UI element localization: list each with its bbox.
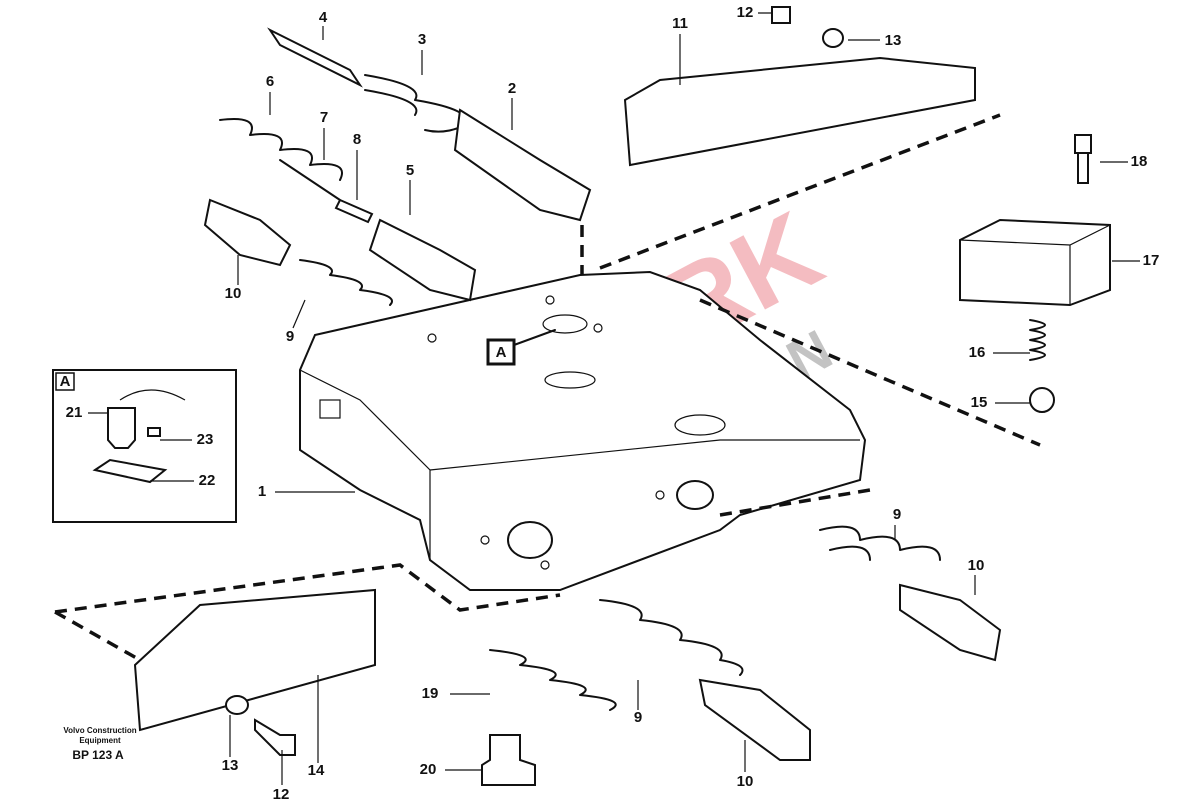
spring-7 xyxy=(279,159,341,201)
drawing-code: BP 123 A xyxy=(72,748,124,762)
callout-10-bottom: 10 xyxy=(737,773,754,790)
spring-19 xyxy=(489,649,617,711)
callout-6: 6 xyxy=(266,73,274,90)
solenoid-21 xyxy=(107,407,136,449)
callout-labels: 4 3 2 6 7 8 5 10 9 11 12 13 18 17 16 15 … xyxy=(66,4,1160,803)
callout-15: 15 xyxy=(971,394,988,411)
footer-line2: Equipment xyxy=(79,736,121,745)
callout-11: 11 xyxy=(672,15,688,32)
washer-13-top xyxy=(822,28,844,48)
callout-10: 10 xyxy=(225,285,242,302)
callout-3: 3 xyxy=(418,31,426,48)
bolt-12-top xyxy=(771,6,791,24)
spool-5 xyxy=(368,218,477,302)
callout-9-bottom: 9 xyxy=(634,709,642,726)
plate-22 xyxy=(92,458,168,484)
valve-body xyxy=(299,270,867,591)
spring-9-top xyxy=(299,259,393,306)
callout-18: 18 xyxy=(1131,153,1148,170)
callout-7: 7 xyxy=(320,109,328,126)
spring-3 xyxy=(364,74,468,133)
plunger-10-right xyxy=(899,583,1002,662)
callout-2: 2 xyxy=(508,80,516,97)
callout-14: 14 xyxy=(308,762,325,779)
detail-marker-label: A xyxy=(496,344,507,361)
spring-9-right xyxy=(819,525,941,561)
plug-20 xyxy=(481,734,536,786)
callout-12-bottom: 12 xyxy=(273,786,290,803)
bolt-18 xyxy=(1074,134,1092,154)
cover-plate-11 xyxy=(623,56,976,167)
callout-19: 19 xyxy=(422,685,439,702)
detail-inset xyxy=(52,369,237,523)
callout-13: 13 xyxy=(885,32,902,49)
callout-16: 16 xyxy=(969,344,986,361)
callout-23: 23 xyxy=(197,431,214,448)
callout-1: 1 xyxy=(258,483,266,500)
ball-15 xyxy=(1029,387,1055,413)
detail-marker xyxy=(486,338,516,366)
callout-22: 22 xyxy=(199,472,216,489)
pin-4 xyxy=(267,27,363,88)
block-17 xyxy=(959,218,1111,307)
callout-9: 9 xyxy=(286,328,294,345)
pin-8 xyxy=(334,198,374,224)
callout-20: 20 xyxy=(420,761,437,778)
spool-2 xyxy=(453,108,592,222)
plunger-10-top xyxy=(203,198,292,267)
callout-5: 5 xyxy=(406,162,414,179)
callout-4: 4 xyxy=(319,9,328,26)
cover-plate-14 xyxy=(133,588,376,732)
spring-9-bottom xyxy=(599,599,744,676)
bolt-12-bottom xyxy=(254,718,296,756)
callout-12: 12 xyxy=(737,4,754,21)
spring-16 xyxy=(1029,319,1046,361)
callout-21: 21 xyxy=(66,404,83,421)
inset-label: A xyxy=(60,373,71,390)
plunger-10-bottom xyxy=(698,678,811,761)
callout-10-right: 10 xyxy=(968,557,985,574)
washer-13-bottom xyxy=(225,695,249,715)
callout-9-right: 9 xyxy=(893,506,901,523)
footer-line1: Volvo Construction xyxy=(63,726,136,735)
callout-13-bottom: 13 xyxy=(222,757,239,774)
callout-17: 17 xyxy=(1143,252,1160,269)
callout-8: 8 xyxy=(353,131,361,148)
spring-6 xyxy=(219,118,343,181)
